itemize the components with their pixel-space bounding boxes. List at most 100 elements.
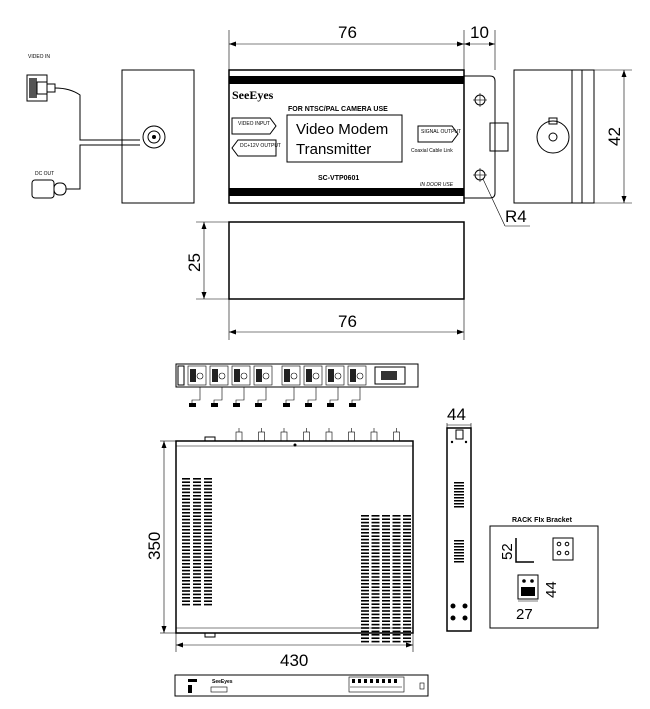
vent-slot (403, 623, 411, 626)
vent-slot (193, 586, 201, 589)
dim-bracket-h: 52 (499, 543, 516, 560)
rear-module-connector (234, 369, 240, 382)
vent-slot (204, 563, 212, 565)
rear-module-jack (240, 372, 248, 380)
vent-slot (204, 539, 212, 541)
vent-slot (182, 559, 190, 562)
vent-slot (382, 586, 390, 588)
dc-out-connector: DC OUT (31, 144, 140, 199)
vent-slot (182, 546, 190, 548)
vent-slot (382, 589, 390, 592)
vent-slot (204, 546, 212, 548)
vent-slot (204, 525, 212, 528)
top-bnc-connector (370, 431, 378, 442)
rack-top-view: 350 430 (145, 428, 414, 670)
vent-slot (392, 545, 401, 548)
vent-slot (382, 545, 390, 548)
vent-slot (403, 637, 411, 639)
vent-slot (204, 576, 212, 579)
vent-slot (403, 606, 411, 609)
vent-slot (204, 603, 212, 606)
vent-slot (403, 589, 411, 592)
vent-slot (382, 552, 390, 554)
vent-slot (382, 640, 390, 643)
vent-slot (204, 580, 212, 582)
vent-slot (182, 566, 190, 568)
vent-slot (361, 637, 369, 639)
vent-slot (361, 593, 369, 595)
rear-cable (213, 387, 223, 405)
vent-slot (361, 518, 369, 520)
front-led (358, 679, 361, 683)
vent-slot (382, 518, 390, 520)
rear-cable (191, 387, 201, 405)
vent-slot (371, 562, 380, 565)
vent-slot (371, 521, 380, 524)
vent-slot (204, 556, 212, 558)
vent-slot (182, 498, 190, 500)
rear-module-slot (325, 365, 345, 386)
rear-module-jack (262, 372, 270, 380)
vent-slot (193, 508, 201, 511)
vent-slot (382, 538, 390, 541)
vent-slot (361, 603, 369, 605)
vent-slot (382, 627, 390, 629)
rear-module-jack (290, 372, 298, 380)
vent-slot (403, 572, 411, 575)
vent-slot (182, 515, 190, 517)
side-vent-slot (454, 506, 464, 508)
vent-slot (392, 521, 401, 524)
vent-slot (193, 546, 201, 548)
rear-cable (285, 387, 295, 405)
vent-slot (382, 593, 390, 595)
vent-slot (193, 481, 201, 483)
vent-slot (193, 491, 201, 494)
vent-slot (361, 610, 369, 612)
vent-slot (182, 512, 190, 514)
vent-slot (403, 610, 411, 612)
vent-slot (204, 498, 212, 500)
rear-module-connector (212, 369, 218, 382)
vent-slot (193, 512, 201, 514)
side-vent-slot (454, 549, 464, 551)
vent-slot (371, 593, 380, 595)
front-led-panel (348, 676, 405, 693)
dim-width-top: 76 (338, 23, 357, 42)
dim-depth: 25 (185, 253, 204, 272)
vent-slot (193, 539, 201, 541)
vent-slot (204, 488, 212, 490)
vent-slot (182, 556, 190, 558)
vent-slot (371, 528, 380, 531)
vent-slot (204, 484, 212, 487)
side-vent-slot (454, 485, 464, 487)
vent-slot (403, 600, 411, 602)
vent-slot (193, 566, 201, 568)
vent-slot (204, 518, 212, 521)
front-led (376, 679, 379, 683)
side-vent-slot (454, 552, 464, 554)
vent-slot (403, 538, 411, 541)
vent-slot (193, 478, 201, 480)
vent-slot (193, 495, 201, 497)
vent-slot (182, 580, 190, 582)
transmitter-end-view-left (121, 69, 195, 204)
vent-slot (392, 525, 401, 527)
rear-cable (235, 387, 245, 405)
vent-slot (193, 505, 201, 507)
vent-slot (204, 597, 212, 599)
vent-slot (182, 484, 190, 487)
rear-module-slot (187, 365, 207, 386)
title-line2: Transmitter (296, 141, 371, 158)
rear-module-connector (328, 369, 334, 382)
rear-cable (329, 387, 339, 405)
brand-label: SeeEyes (232, 88, 274, 102)
dim-bracket-w: 44 (543, 581, 560, 598)
vent-slot (403, 525, 411, 527)
model-label: SC-VTP0601 (318, 175, 359, 182)
vent-slot (403, 569, 411, 571)
vent-slot (371, 623, 380, 626)
vent-slot (403, 583, 411, 585)
vent-slot (382, 583, 390, 585)
rear-module-slot (253, 365, 273, 386)
vent-slot (182, 532, 190, 534)
